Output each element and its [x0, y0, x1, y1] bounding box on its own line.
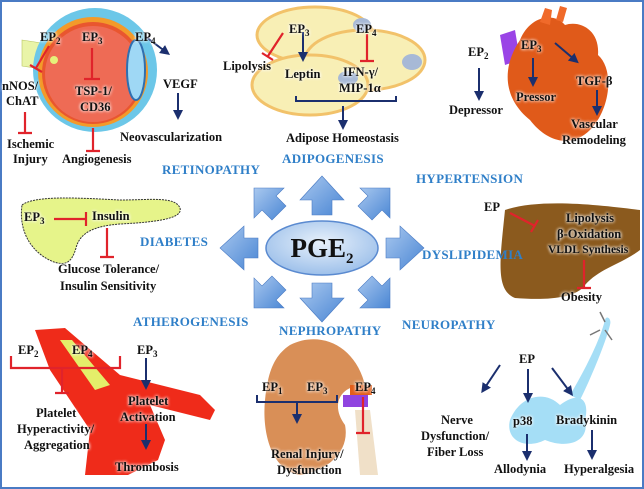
eye-ischemic: Ischemic: [7, 137, 55, 151]
heart-ep3: EP3: [521, 38, 542, 54]
adipo-homeostasis: Adipose Homeostasis: [286, 131, 399, 145]
pancreas-illustration: [20, 197, 181, 264]
radial-arrows: [219, 175, 425, 323]
pge2-text: PGE: [290, 233, 346, 263]
eye-neovascularization: Neovascularization: [120, 130, 223, 144]
pge2-subscript: 2: [346, 251, 354, 267]
pge2-label: PGE2: [264, 220, 380, 276]
artery-activation: Activation: [120, 410, 176, 424]
heart-pressor: Pressor: [516, 90, 557, 104]
heart-tgf: TGF-β: [576, 74, 613, 88]
arrow-downright: [357, 275, 391, 309]
neuron-fiberloss: Fiber Loss: [427, 445, 484, 459]
liver-ep: EP: [484, 200, 500, 214]
artery-platelet1: Platelet: [36, 406, 77, 420]
liver-boxidation: β-Oxidation: [557, 227, 622, 241]
artery-illustration: [35, 328, 215, 475]
eye-tsp1: TSP-1/: [75, 84, 112, 98]
artery-platelet2: Platelet: [128, 394, 169, 408]
neuron-dysfunction: Dysfunction/: [421, 429, 490, 443]
eye-ep2: EP2: [40, 30, 61, 46]
activation-arrows: [141, 32, 602, 461]
kidney-illustration: [264, 339, 378, 475]
kidney-ep4: EP4: [355, 380, 376, 396]
eye-ep3: EP3: [82, 30, 103, 46]
arrow-right: [385, 225, 425, 271]
neuron-allodynia: Allodynia: [494, 462, 547, 476]
heart-ep2: EP2: [468, 45, 489, 61]
artery-thrombosis: Thrombosis: [115, 460, 179, 474]
label-nephropathy: NEPHROPATHY: [279, 323, 382, 338]
artery-aggregation: Aggregation: [24, 438, 90, 452]
kidney-ep1: EP1: [262, 380, 283, 396]
braces: [256, 96, 397, 403]
kidney-dysfunction: Dysfunction: [277, 463, 342, 477]
liver-illustration: [500, 203, 640, 299]
pancreas-sensitivity: Insulin Sensitivity: [60, 279, 157, 293]
eye-angiogenesis: Angiogenesis: [62, 152, 132, 166]
neuron-hyperalgesia: Hyperalgesia: [564, 462, 635, 476]
arrow-down: [299, 282, 345, 323]
pancreas-insulin: Insulin: [92, 209, 130, 223]
eye-injury: Injury: [13, 152, 48, 166]
pancreas-glucose: Glucose Tolerance/: [58, 262, 160, 276]
kidney-ep3: EP3: [307, 380, 328, 396]
label-hypertension: HYPERTENSION: [416, 171, 524, 186]
label-adipogenesis: ADIPOGENESIS: [282, 151, 384, 166]
neuron-nerve: Nerve: [441, 413, 473, 427]
label-neuropathy: NEUROPATHY: [402, 317, 496, 332]
artery-hyperactivity: Hyperactivity/: [17, 422, 95, 436]
arrow-up: [299, 175, 345, 216]
label-atherogenesis: ATHEROGENESIS: [133, 314, 249, 329]
adipocyte-illustration: [250, 5, 427, 117]
heart-illustration: [500, 6, 609, 141]
pge2-ellipse: [265, 220, 379, 276]
adipo-ifn: IFN-γ/: [343, 65, 379, 79]
adipo-mip: MIP-1α: [339, 81, 381, 95]
eye-nnos: nNOS/: [2, 79, 39, 93]
adipo-leptin: Leptin: [285, 67, 321, 81]
liver-obesity: Obesity: [561, 290, 602, 304]
artery-ep4: EP4: [72, 343, 93, 359]
arrow-left: [219, 225, 259, 271]
heart-vascular: Vascular: [571, 117, 618, 131]
eye-ep4: EP4: [135, 30, 156, 46]
adipo-lipolysis: Lipolysis: [223, 59, 271, 73]
eye-vegf: VEGF: [163, 77, 198, 91]
neuron-illustration: [509, 311, 613, 444]
liver-lipolysis: Lipolysis: [566, 211, 614, 225]
liver-vldl: VLDL Synthesis: [548, 244, 629, 256]
arrow-downleft: [253, 275, 287, 309]
neuron-p38: p38: [513, 414, 533, 428]
artery-ep3: EP3: [137, 343, 158, 359]
label-retinopathy: RETINOPATHY: [162, 162, 261, 177]
adipo-ep4: EP4: [356, 22, 377, 38]
neuron-bradykinin: Bradykinin: [556, 413, 618, 427]
inhibition-lines: [9, 32, 591, 435]
artery-ep2: EP2: [18, 343, 39, 359]
adipo-ep3: EP3: [289, 22, 310, 38]
neuron-ep: EP: [519, 352, 535, 366]
arrow-upleft: [253, 187, 287, 221]
label-diabetes: DIABETES: [140, 234, 209, 249]
kidney-renal: Renal Injury/: [271, 447, 344, 461]
label-dyslipidemia: DYSLIPIDEMIA: [422, 247, 524, 262]
eye-illustration: [21, 8, 157, 132]
eye-chat: ChAT: [6, 94, 39, 108]
heart-depressor: Depressor: [449, 103, 503, 117]
pancreas-ep3: EP3: [24, 210, 45, 226]
arrow-upright: [357, 187, 391, 221]
eye-cd36: CD36: [80, 100, 111, 114]
heart-remodeling: Remodeling: [562, 133, 626, 147]
